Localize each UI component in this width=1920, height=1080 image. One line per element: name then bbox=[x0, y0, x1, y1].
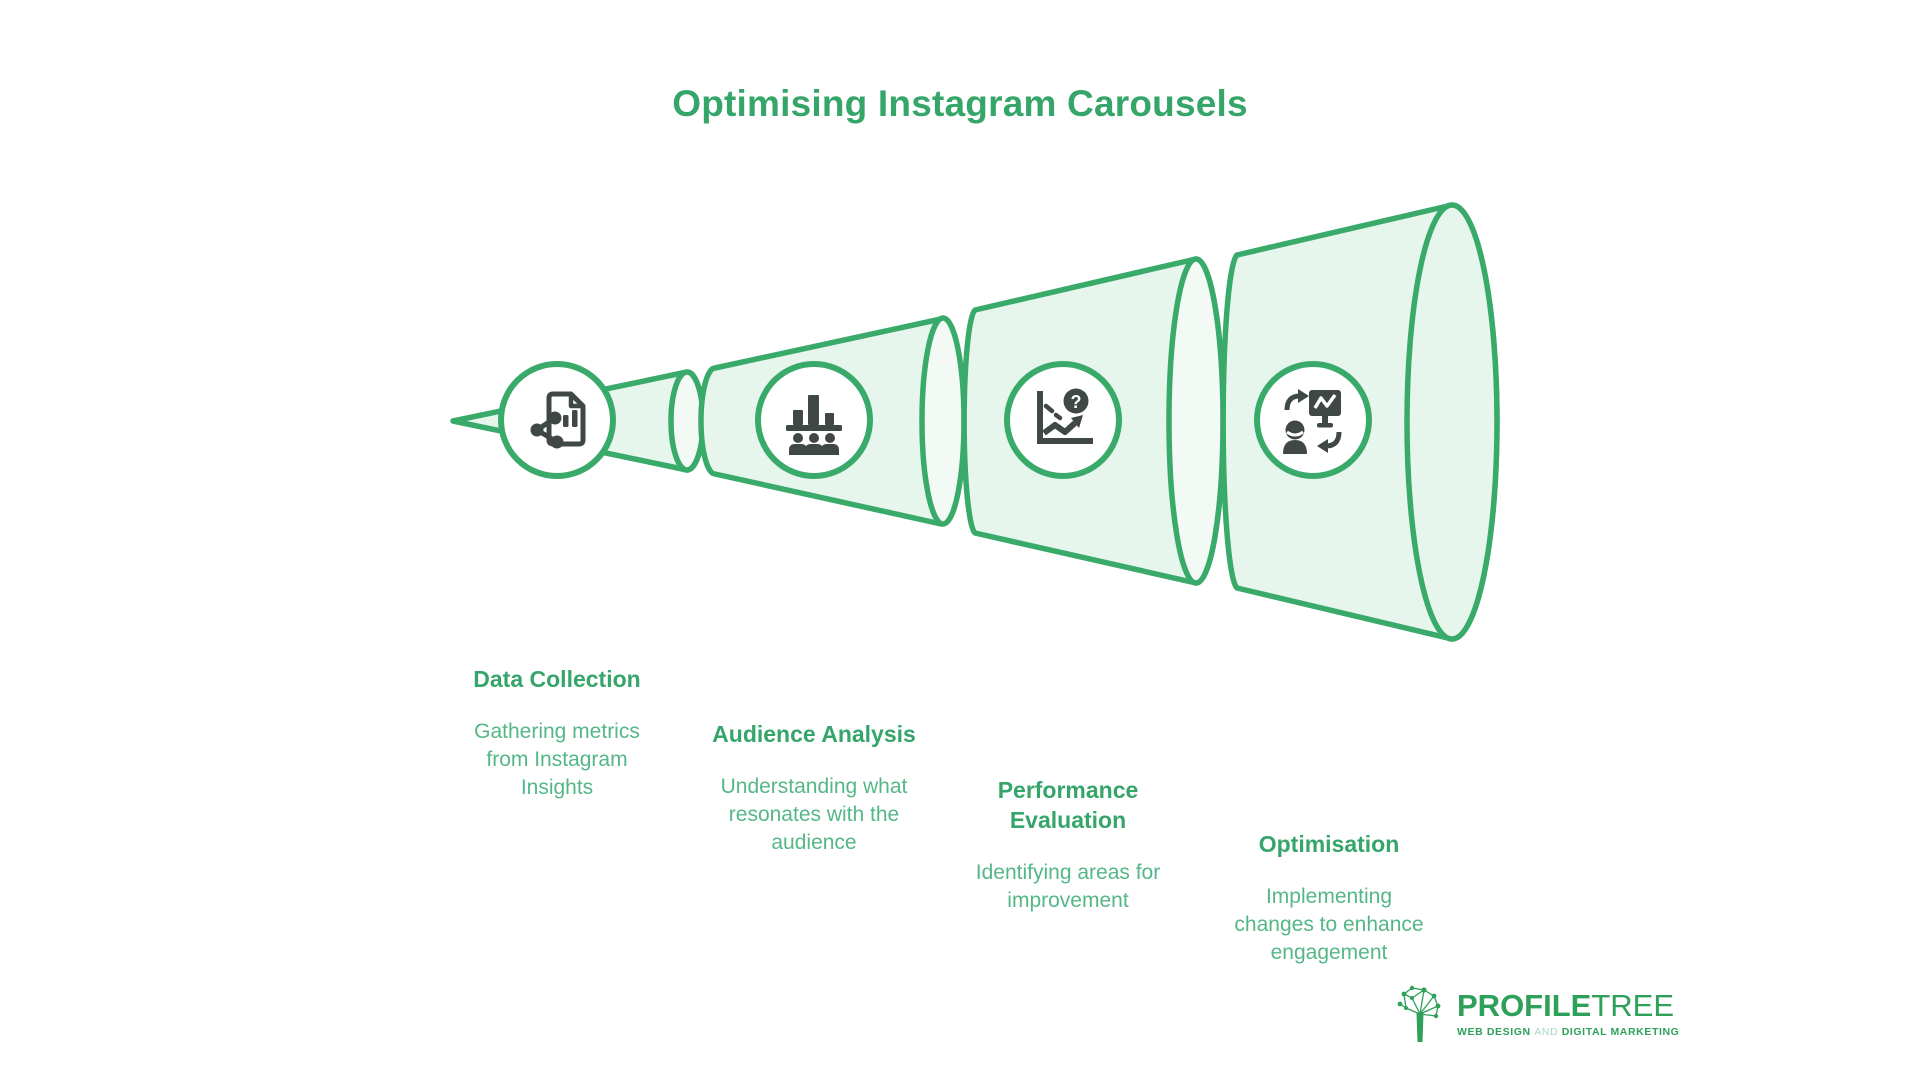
stage-description: Identifying areas for improvement bbox=[975, 861, 1161, 912]
stage-icon-circle-4 bbox=[1254, 361, 1372, 479]
stage-heading: Audience Analysis bbox=[712, 721, 916, 747]
funnel-cap-4 bbox=[1404, 202, 1500, 642]
funnel-cap-3 bbox=[1166, 256, 1226, 586]
stage-description: Understanding what resonates with the au… bbox=[720, 775, 908, 854]
stage-performance-evaluation: Performance Evaluation Identifying areas… bbox=[948, 775, 1188, 915]
person-monitor-sync-icon bbox=[1283, 389, 1342, 454]
stage-description: Gathering metrics from Instagram Insight… bbox=[474, 720, 640, 799]
stage-icon-circle-3 bbox=[1004, 361, 1122, 479]
audience-bar-chart-icon bbox=[786, 395, 842, 455]
trend-question-icon: ? bbox=[1037, 388, 1093, 444]
profiletree-wordmark: PROFILETREE bbox=[1457, 988, 1675, 1023]
stage-audience-analysis: Audience Analysis Understanding what res… bbox=[694, 719, 934, 857]
stage-description: Implementing changes to enhance engageme… bbox=[1234, 885, 1424, 964]
stage-heading: Optimisation bbox=[1258, 831, 1400, 857]
stage-heading: Performance Evaluation bbox=[997, 777, 1139, 833]
funnel-diagram: ? bbox=[450, 202, 1500, 642]
profiletree-logo: PROFILETREE WEB DESIGN AND DIGITAL MARKE… bbox=[1392, 984, 1679, 1044]
stage-data-collection: Data Collection Gathering metrics from I… bbox=[437, 664, 677, 802]
profiletree-tree-icon bbox=[1397, 985, 1441, 1042]
funnel-cap-1 bbox=[668, 369, 706, 473]
page-title: Optimising Instagram Carousels bbox=[672, 83, 1248, 124]
stage-heading: Data Collection bbox=[473, 666, 641, 692]
question-mark-glyph: ? bbox=[1071, 392, 1082, 412]
share-document-icon bbox=[530, 391, 586, 449]
stage-optimisation: Optimisation Implementing changes to enh… bbox=[1209, 829, 1449, 967]
profiletree-tagline: WEB DESIGN AND DIGITAL MARKETING bbox=[1457, 1026, 1680, 1038]
funnel-cap-2 bbox=[919, 315, 967, 527]
